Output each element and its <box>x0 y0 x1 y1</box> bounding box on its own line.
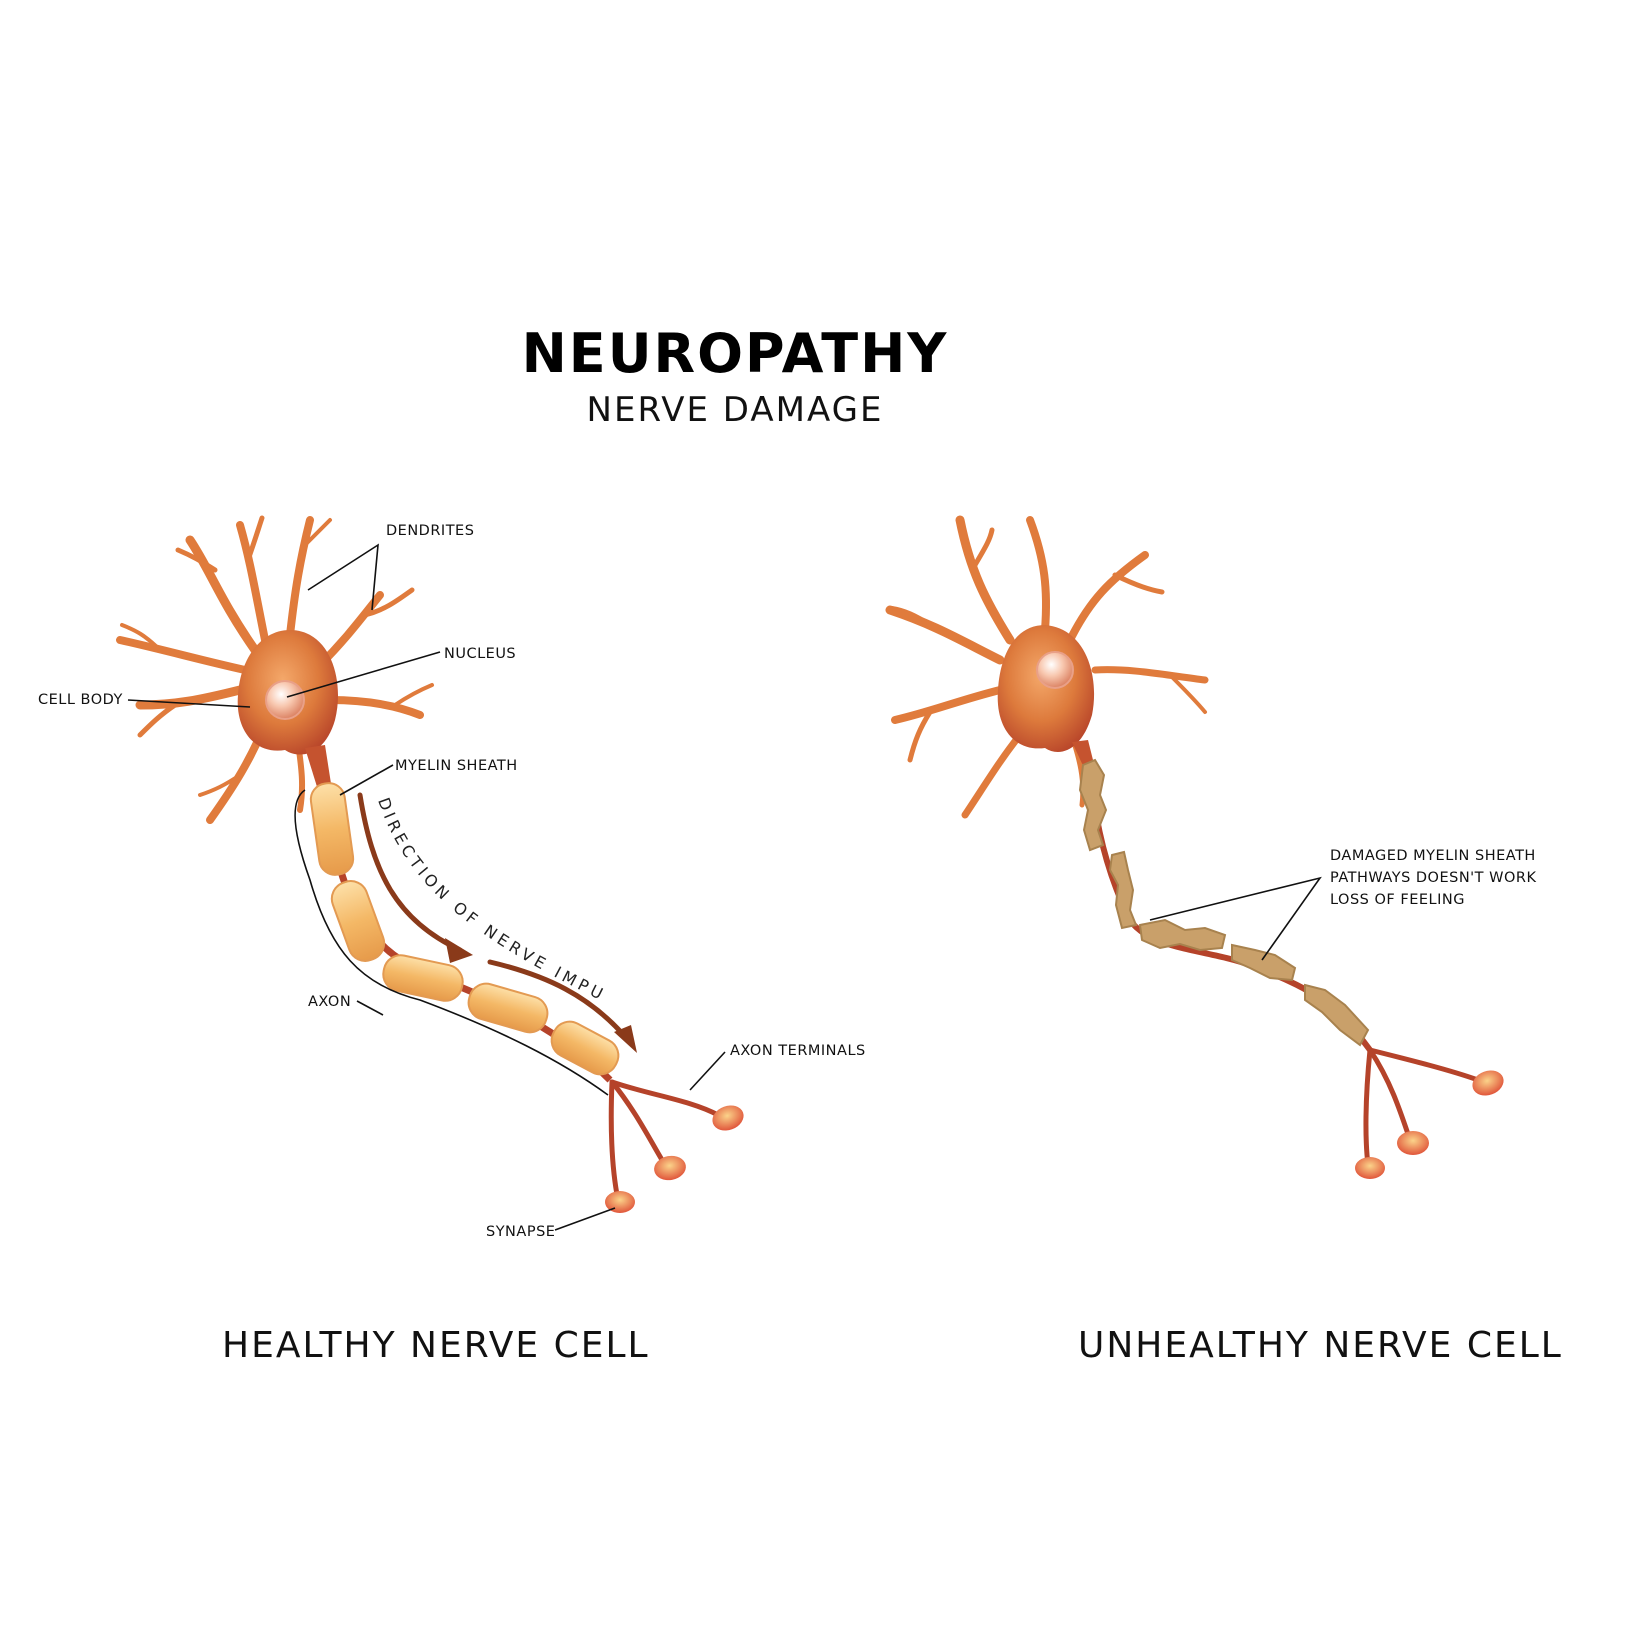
damaged-myelin-label-line1: DAMAGED MYELIN SHEATH <box>1330 848 1536 864</box>
axon-label: AXON <box>308 994 351 1010</box>
myelin-sheath-label: MYELIN SHEATH <box>395 758 518 774</box>
healthy-dendrites <box>116 515 434 824</box>
unhealthy-neuron <box>885 515 1504 1179</box>
healthy-myelin-segments <box>309 782 620 1076</box>
damaged-myelin-label-line3: LOSS OF FEELING <box>1330 892 1465 908</box>
cell-body-label: CELL BODY <box>38 692 123 708</box>
unhealthy-synapses <box>1355 1070 1504 1179</box>
unhealthy-nucleus <box>1036 651 1074 689</box>
healthy-axon-terminals <box>608 1079 721 1203</box>
nucleus-label: NUCLEUS <box>444 646 516 662</box>
page-subtitle: NERVE DAMAGE <box>586 390 884 430</box>
impulse-arrows <box>357 792 631 1043</box>
damaged-myelin-label-line2: PATHWAYS DOESN'T WORK <box>1330 870 1536 886</box>
direction-of-nerve-impulse-label: DIRECTION OF NERVE IMPULSE <box>0 0 610 1005</box>
impulse-arrow-head-1 <box>445 938 473 963</box>
unhealthy-cell-body <box>997 625 1095 752</box>
impulse-arrow-head-2 <box>614 1025 637 1053</box>
unhealthy-caption: UNHEALTHY NERVE CELL <box>1078 1325 1563 1366</box>
unhealthy-dendrites <box>885 515 1209 819</box>
axon-bracket <box>294 789 609 1096</box>
healthy-axon-hillock <box>305 745 332 790</box>
synapse-label: SYNAPSE <box>486 1224 555 1240</box>
healthy-caption: HEALTHY NERVE CELL <box>222 1325 650 1366</box>
unhealthy-damaged-myelin <box>1078 758 1370 1047</box>
healthy-neuron: DIRECTION OF NERVE IMPULSE <box>0 0 744 1213</box>
healthy-leader-lines <box>127 543 726 1231</box>
healthy-nucleus <box>265 680 305 720</box>
unhealthy-leader-lines <box>1149 876 1322 961</box>
page-title: NEUROPATHY <box>521 322 949 385</box>
healthy-synapses <box>605 1105 744 1213</box>
axon-terminals-label: AXON TERMINALS <box>730 1043 866 1059</box>
unhealthy-axon-terminals <box>1363 1047 1481 1168</box>
dendrites-label: DENDRITES <box>386 523 474 539</box>
